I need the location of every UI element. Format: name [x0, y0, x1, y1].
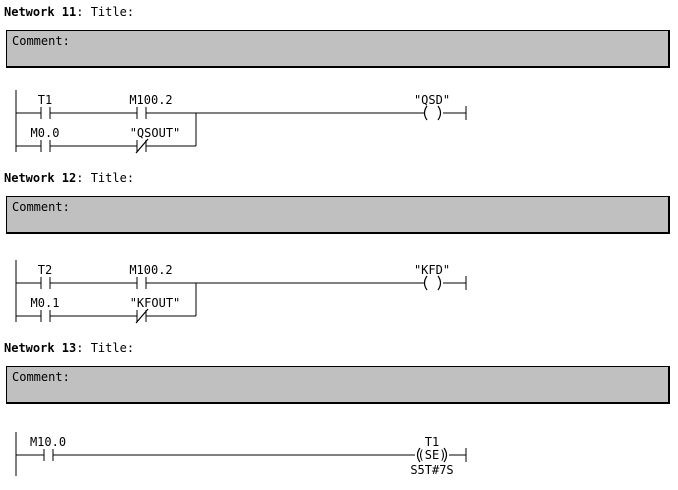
network-11-rung[interactable]: T1 M100.2 M0.0 "QSOUT": [0, 86, 678, 164]
network-11-comment-box[interactable]: Comment:: [6, 30, 670, 68]
coil-label-kfd: "KFD": [414, 263, 450, 277]
network-12-heading: Network 12: Title:: [4, 171, 134, 185]
contact-label-m10-0: M10.0: [30, 435, 66, 449]
network-11-label: Network 11: [4, 5, 77, 19]
network-13-comment-text: Comment:: [12, 370, 70, 384]
coil-label-qsd: "QSD": [414, 93, 450, 107]
contact-m100-2-no[interactable]: [136, 107, 147, 119]
network-11-title: : Title:: [76, 5, 135, 19]
network-13-comment-box[interactable]: Comment:: [6, 366, 670, 404]
network-12-rung[interactable]: T2 M100.2 M0.1 "KFOUT": [0, 256, 678, 334]
contact-m0-0-no[interactable]: [40, 140, 51, 152]
contact-label-qsout: "QSOUT": [130, 126, 181, 140]
network-13-title: : Title:: [76, 341, 135, 355]
output-coil-qsd[interactable]: [423, 105, 442, 121]
contact-label-kfout: "KFOUT": [130, 296, 181, 310]
network-13-rung[interactable]: M10.0 T1 (SE) S5T#7S: [0, 428, 678, 490]
network-13-heading: Network 13: Title:: [4, 341, 134, 355]
contact-label-t1: T1: [38, 93, 52, 107]
contact-label-m0-1: M0.1: [31, 296, 60, 310]
contact-m10-0-no[interactable]: [43, 449, 54, 461]
contact-m0-1-no[interactable]: [40, 310, 51, 322]
timer-label-t1: T1: [425, 435, 439, 449]
contact-label-m100-2: M100.2: [129, 263, 172, 277]
network-12-title: : Title:: [76, 171, 135, 185]
timer-coil-text: (SE): [418, 448, 447, 462]
contact-t1-no[interactable]: [40, 107, 51, 119]
contact-t2-no[interactable]: [40, 277, 51, 289]
contact-label-m0-0: M0.0: [31, 126, 60, 140]
contact-label-m100-2: M100.2: [129, 93, 172, 107]
timer-coil-se[interactable]: (SE): [416, 447, 448, 463]
contact-m100-2-no[interactable]: [136, 277, 147, 289]
timer-preset-value: S5T#7S: [410, 463, 453, 477]
output-coil-kfd[interactable]: [423, 275, 442, 291]
contact-label-t2: T2: [38, 263, 52, 277]
network-12-comment-text: Comment:: [12, 200, 70, 214]
network-11-comment-text: Comment:: [12, 34, 70, 48]
network-12-comment-box[interactable]: Comment:: [6, 196, 670, 234]
network-13-label: Network 13: [4, 341, 77, 355]
network-11-heading: Network 11: Title:: [4, 5, 134, 19]
network-12-label: Network 12: [4, 171, 77, 185]
